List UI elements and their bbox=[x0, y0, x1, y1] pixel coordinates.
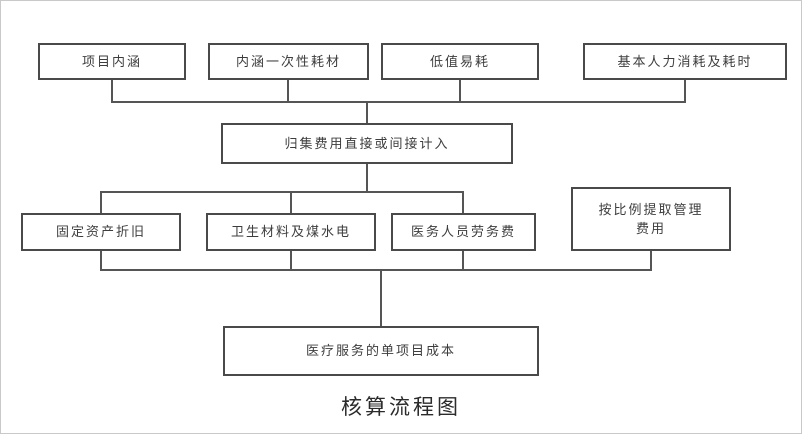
node-label: 低值易耗 bbox=[429, 53, 490, 69]
diagram-caption: 核算流程图 bbox=[341, 395, 461, 419]
connector-line bbox=[100, 251, 102, 269]
connector-line bbox=[287, 80, 289, 102]
node-label: 固定资产折旧 bbox=[55, 224, 146, 240]
connector-line bbox=[462, 251, 464, 269]
connector-line bbox=[459, 80, 461, 102]
node-single-item-cost: 医疗服务的单项目成本 bbox=[223, 326, 539, 376]
node-label-line2: 费用 bbox=[635, 221, 666, 236]
connector-line bbox=[100, 191, 102, 213]
node-management-fee: 按比例提取管理 费用 bbox=[571, 187, 731, 251]
connector-line bbox=[100, 191, 464, 193]
node-disposable-consumables: 内涵一次性耗材 bbox=[208, 43, 369, 80]
connector-line bbox=[290, 191, 292, 213]
node-label: 医务人员劳务费 bbox=[410, 224, 516, 240]
connector-line bbox=[111, 80, 113, 102]
node-cost-direct-indirect: 归集费用直接或间接计入 bbox=[221, 123, 513, 164]
node-label: 归集费用直接或间接计入 bbox=[284, 135, 450, 151]
connector-line bbox=[366, 164, 368, 191]
node-label: 项目内涵 bbox=[81, 53, 142, 69]
node-fixed-asset-depreciation: 固定资产折旧 bbox=[21, 213, 181, 251]
node-label-line1: 按比例提取管理 bbox=[598, 201, 704, 217]
node-label: 卫生材料及煤水电 bbox=[230, 224, 351, 240]
node-project-content: 项目内涵 bbox=[38, 43, 186, 80]
node-basic-manpower-time: 基本人力消耗及耗时 bbox=[583, 43, 787, 80]
connector-line bbox=[462, 191, 464, 213]
node-label: 内涵一次性耗材 bbox=[235, 53, 341, 69]
connector-line bbox=[650, 251, 652, 269]
connector-line bbox=[111, 101, 686, 103]
node-low-value-consumables: 低值易耗 bbox=[381, 43, 539, 80]
connector-line bbox=[380, 269, 382, 326]
node-label: 医疗服务的单项目成本 bbox=[305, 343, 456, 359]
connector-line bbox=[366, 101, 368, 123]
node-staff-labor-fee: 医务人员劳务费 bbox=[391, 213, 536, 251]
connector-line bbox=[100, 269, 652, 271]
node-materials-utilities: 卫生材料及煤水电 bbox=[206, 213, 376, 251]
node-label: 基本人力消耗及耗时 bbox=[617, 53, 753, 69]
connector-line bbox=[290, 251, 292, 269]
connector-line bbox=[684, 80, 686, 102]
